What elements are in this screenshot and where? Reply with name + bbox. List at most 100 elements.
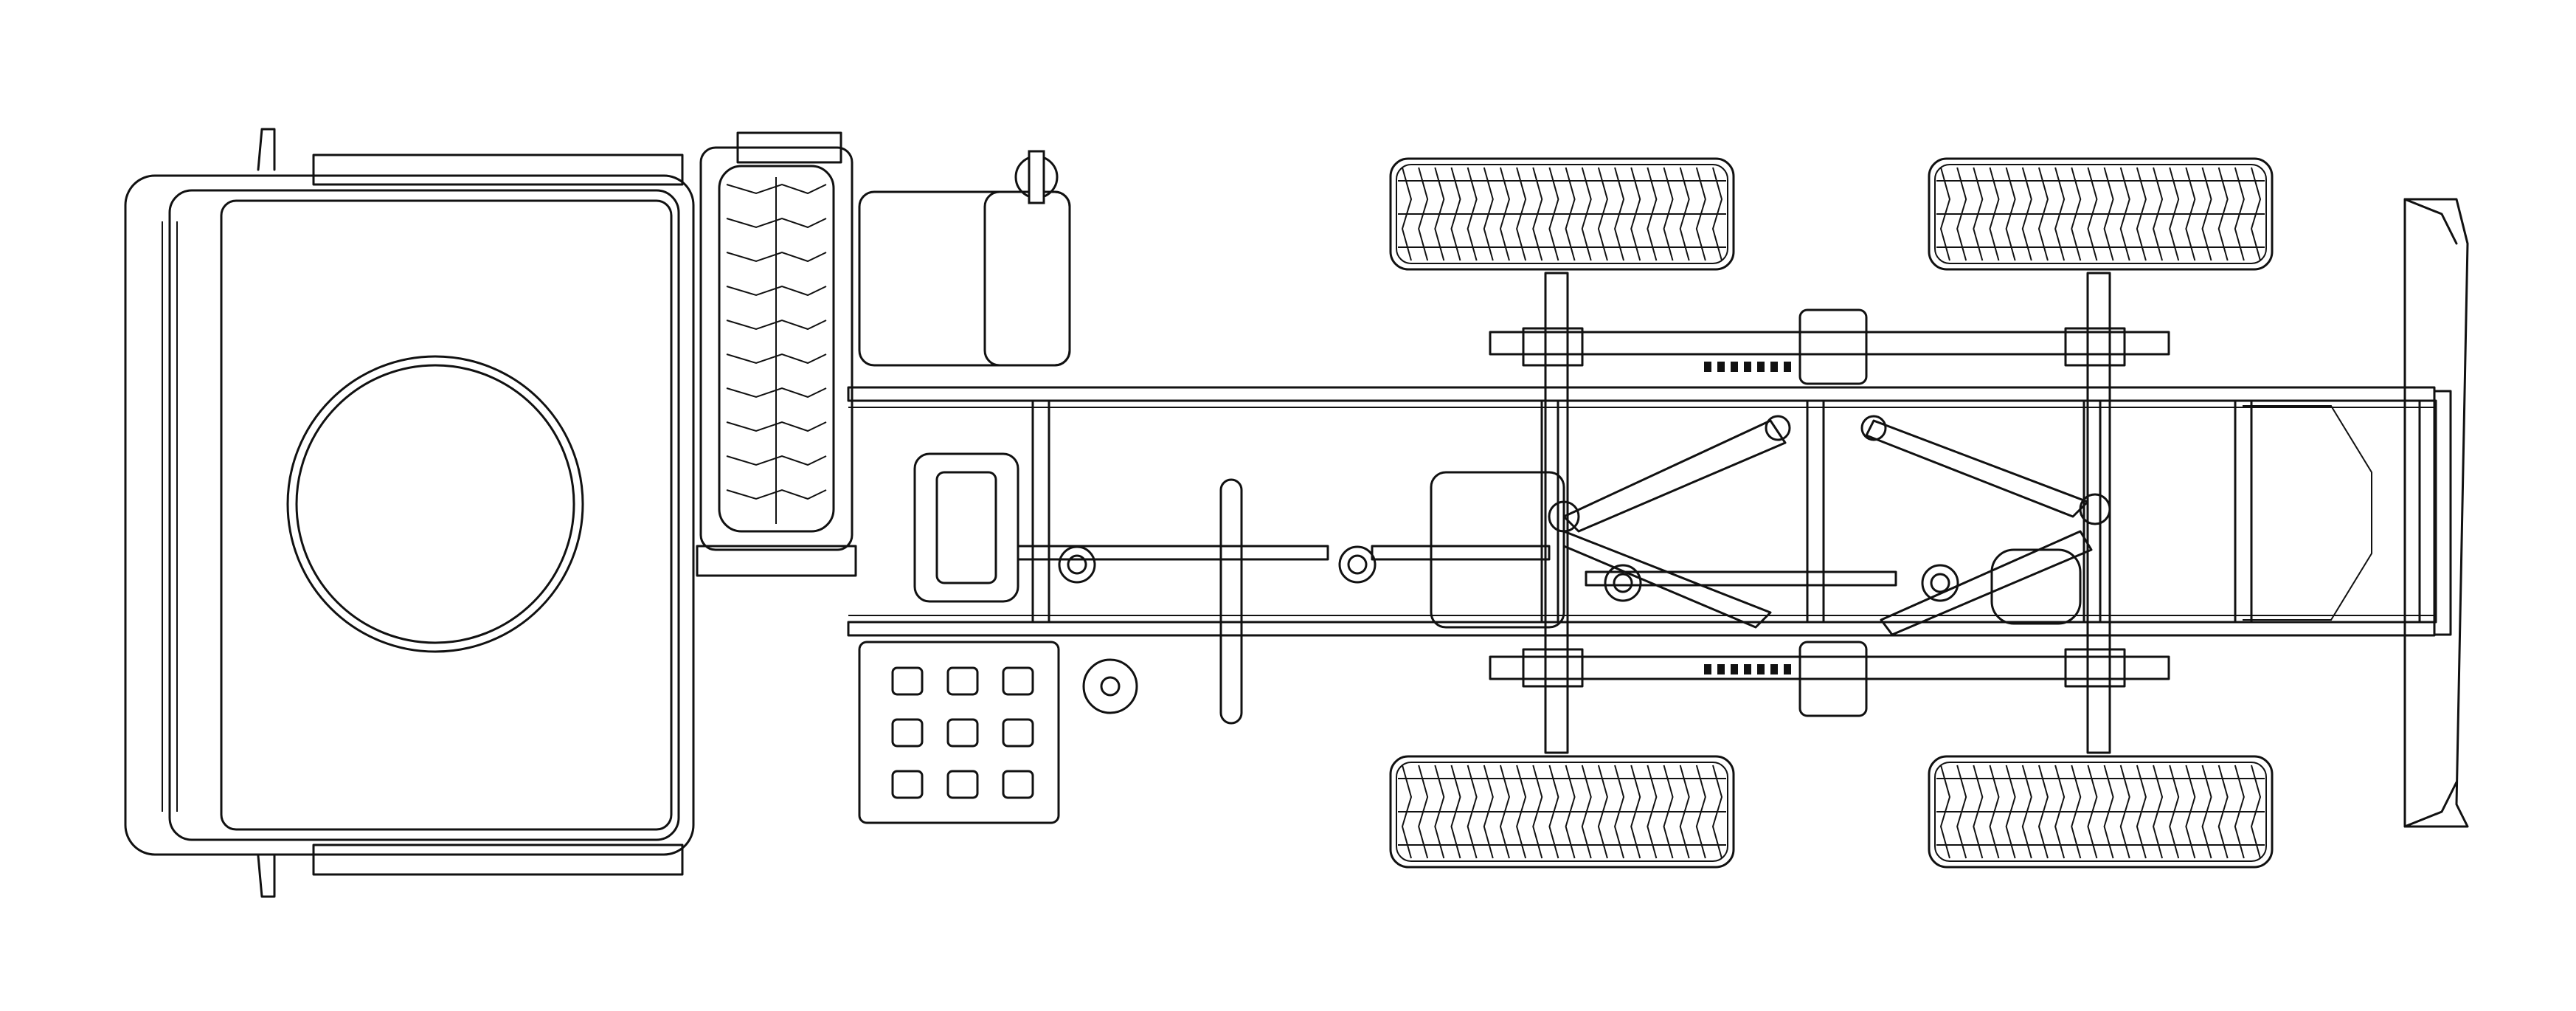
spare-tread-lug bbox=[726, 421, 827, 432]
suspension-linkage bbox=[1489, 272, 2170, 754]
tread-lug bbox=[1939, 765, 1951, 859]
tread-lug bbox=[2021, 765, 2032, 859]
tread-lug bbox=[2037, 167, 2049, 261]
tire-inner bbox=[1396, 762, 1728, 862]
bolt bbox=[1717, 362, 1725, 372]
bolt bbox=[1770, 664, 1778, 674]
bolt bbox=[1704, 664, 1711, 674]
bolt bbox=[1770, 362, 1778, 372]
tread-lug bbox=[1956, 167, 1967, 261]
spare-tread-lug bbox=[726, 251, 827, 263]
tread-lug bbox=[1597, 765, 1608, 859]
tread-lug bbox=[1565, 765, 1576, 859]
battery-vent bbox=[946, 666, 979, 696]
tread-lug bbox=[2119, 167, 2130, 261]
tread-lug bbox=[1548, 765, 1559, 859]
battery-vent bbox=[1002, 666, 1034, 696]
tread-lug bbox=[2185, 765, 2196, 859]
tread-lug bbox=[1516, 167, 1527, 261]
tread-lug bbox=[1516, 765, 1527, 859]
cab bbox=[124, 128, 695, 898]
spare-wheel bbox=[696, 131, 857, 577]
tread-lug bbox=[1989, 167, 2000, 261]
tread-lug bbox=[1418, 167, 1429, 261]
tread-lug bbox=[2054, 167, 2066, 261]
tread-lug bbox=[2103, 167, 2114, 261]
tread-lug bbox=[1581, 765, 1592, 859]
tread-lug bbox=[1467, 167, 1478, 261]
tread-lug bbox=[1973, 765, 1984, 859]
wheel bbox=[1389, 157, 1735, 271]
tread-lug bbox=[2169, 765, 2180, 859]
spare-tread-lug bbox=[726, 319, 827, 331]
tread-lug bbox=[1989, 765, 2000, 859]
tire-inner bbox=[1934, 164, 2267, 264]
fuel-tank bbox=[858, 150, 1071, 367]
propshaft-front bbox=[1017, 545, 1329, 561]
tread-lug bbox=[1565, 167, 1576, 261]
tread-lug bbox=[1679, 765, 1690, 859]
bolt bbox=[1744, 362, 1751, 372]
tread-lug bbox=[2071, 765, 2082, 859]
battery-vent bbox=[1002, 718, 1034, 748]
spare-tread-lug bbox=[726, 353, 827, 365]
spare-tread-lug bbox=[726, 285, 827, 297]
steering-column bbox=[1219, 478, 1243, 725]
wheels bbox=[1389, 157, 2274, 869]
bolt bbox=[1731, 362, 1738, 372]
tread-lug bbox=[2234, 167, 2245, 261]
tread-lug bbox=[1434, 167, 1445, 261]
tread-lug bbox=[1647, 765, 1658, 859]
battery-vent bbox=[946, 770, 979, 799]
tread-lug bbox=[1597, 167, 1608, 261]
tread-lug bbox=[2071, 167, 2082, 261]
tire-inner bbox=[1934, 762, 2267, 862]
tread-lug bbox=[1581, 167, 1592, 261]
spare-tread-lug bbox=[726, 387, 827, 398]
air-tank-end bbox=[1082, 658, 1138, 714]
tread-lug bbox=[2087, 167, 2098, 261]
roof-hatch bbox=[286, 355, 584, 653]
tread-lug bbox=[2136, 167, 2147, 261]
tread-lug bbox=[1630, 765, 1641, 859]
tread-lug bbox=[1630, 167, 1641, 261]
wheel bbox=[1928, 755, 2274, 869]
battery-vent bbox=[946, 718, 979, 748]
tread-lug bbox=[1532, 167, 1543, 261]
tread-lug bbox=[2217, 765, 2229, 859]
tread-lug bbox=[2054, 765, 2066, 859]
tread-lug bbox=[1499, 765, 1510, 859]
tread-lug bbox=[2153, 765, 2164, 859]
tread-lug bbox=[2185, 167, 2196, 261]
tread-lug bbox=[1532, 765, 1543, 859]
battery-box bbox=[858, 641, 1060, 824]
tread-lug bbox=[2250, 765, 2262, 859]
bolt bbox=[1757, 664, 1765, 674]
bolt bbox=[1731, 664, 1738, 674]
tread-lug bbox=[2201, 765, 2212, 859]
tread-lug bbox=[2217, 167, 2229, 261]
tread-lug bbox=[1401, 765, 1413, 859]
tread-lug bbox=[2153, 167, 2164, 261]
driveline bbox=[913, 452, 2082, 725]
tread-lug bbox=[1450, 765, 1461, 859]
tread-lug bbox=[1450, 167, 1461, 261]
tread-lug bbox=[1711, 765, 1723, 859]
tread-lug bbox=[1499, 167, 1510, 261]
battery-vent bbox=[891, 770, 924, 799]
tread-lug bbox=[2234, 765, 2245, 859]
battery-vent bbox=[891, 718, 924, 748]
spare-tread-lug bbox=[726, 489, 827, 500]
spare-tread-lug bbox=[726, 183, 827, 195]
tread-lug bbox=[1401, 167, 1413, 261]
propshaft-rear bbox=[1585, 570, 1897, 587]
tread-lug bbox=[1973, 167, 1984, 261]
tread-lug bbox=[2136, 765, 2147, 859]
tread-lug bbox=[1695, 167, 1706, 261]
bolt bbox=[1757, 362, 1765, 372]
tread-lug bbox=[1467, 765, 1478, 859]
tread-lug bbox=[1679, 167, 1690, 261]
tread-lug bbox=[2103, 765, 2114, 859]
tire bbox=[1928, 755, 2274, 869]
